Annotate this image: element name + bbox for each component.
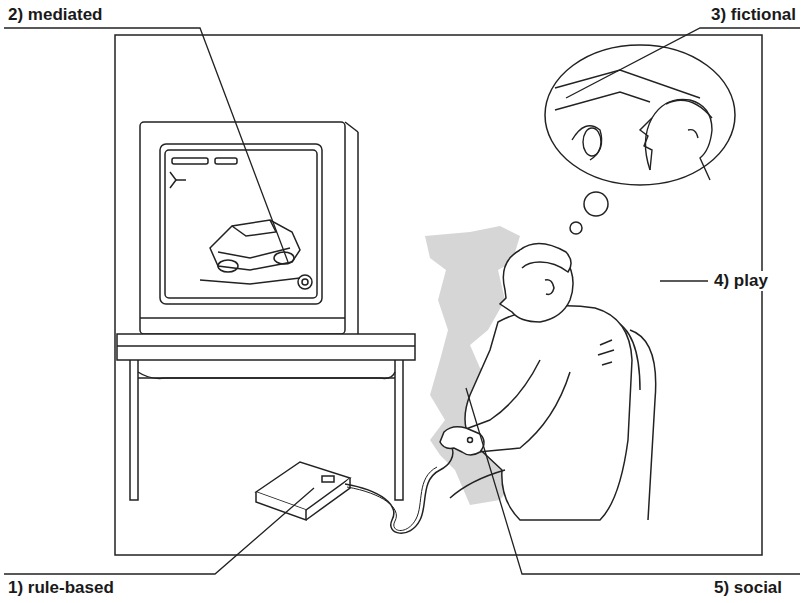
table xyxy=(117,334,415,500)
television xyxy=(140,122,358,334)
callout-label: 4) play xyxy=(712,271,770,291)
thought-bubble xyxy=(545,45,735,234)
callout-label: 5) social xyxy=(712,578,784,598)
game-console xyxy=(256,462,350,520)
imagined-driver xyxy=(555,70,712,180)
player xyxy=(440,243,632,520)
callout-label: 3) fictional xyxy=(709,5,798,25)
cable xyxy=(347,467,437,531)
callout-label: 1) rule-based xyxy=(6,578,116,598)
frame xyxy=(115,35,762,555)
callout-label: 2) mediated xyxy=(6,5,104,25)
leader-line xyxy=(4,28,800,574)
cable xyxy=(345,448,453,533)
